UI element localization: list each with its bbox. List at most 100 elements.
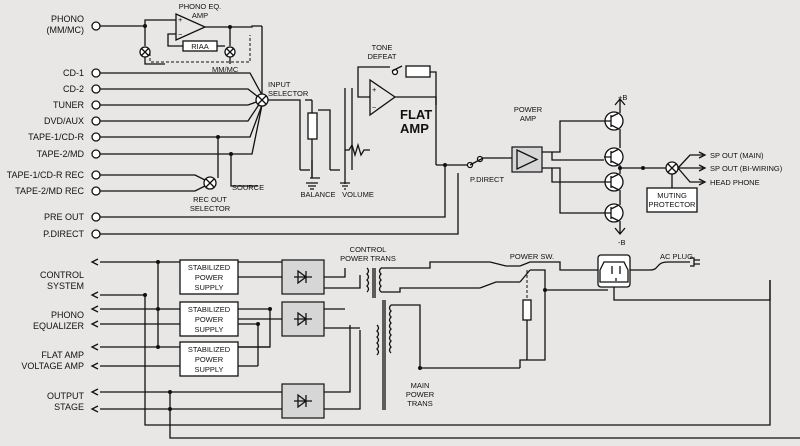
- balance-label: BALANCE: [300, 190, 335, 199]
- power-amp: POWER AMP +B -B: [511, 93, 643, 247]
- stabilized-supply-2: [179, 301, 239, 337]
- stabilized-supply-3: [179, 341, 239, 377]
- ss2-l3: SUPPLY: [194, 325, 223, 334]
- ac-plug-label: AC PLUG: [660, 252, 693, 261]
- phono-opamp-triangle: [175, 12, 207, 42]
- power-sw-label: POWER SW.: [510, 252, 554, 261]
- terminal-pre-out: [91, 212, 101, 222]
- power-label: POWER: [514, 105, 543, 114]
- ss3-l1: STABILIZED: [188, 345, 231, 354]
- source-label: SOURCE: [232, 183, 264, 192]
- label-tape1-rec: TAPE-1/CD-R REC: [7, 170, 85, 180]
- terminal-cd1: [91, 68, 101, 78]
- svg-text:−: −: [372, 103, 377, 112]
- ss2-l2: POWER: [195, 315, 224, 324]
- terminal-tape2-rec: [91, 186, 101, 196]
- ctrl-trans-label2: POWER TRANS: [340, 254, 396, 263]
- p-direct-label: P.DIRECT: [470, 175, 504, 184]
- label-phono-mmmc: (MM/MC): [47, 25, 85, 35]
- label-cd1: CD-1: [63, 68, 84, 78]
- input-selector: INPUT SELECTOR: [100, 26, 309, 170]
- ss3-l2: POWER: [195, 355, 224, 364]
- rec-out-label: REC OUT: [193, 195, 227, 204]
- phono-eq-amp: PHONO EQ. AMP + − RIAA MM/MC: [100, 2, 262, 74]
- sp-main-label: SP OUT (MAIN): [710, 151, 764, 160]
- input-selector-label: INPUT: [268, 80, 291, 89]
- phono-eq-label: PHONO EQ.: [179, 2, 222, 11]
- input-selector-label2: SELECTOR: [268, 89, 309, 98]
- svg-text:−: −: [178, 30, 183, 39]
- rectifiers: [238, 259, 361, 419]
- balance-resistor: [307, 112, 318, 140]
- flat-amp-opamp: [369, 78, 397, 117]
- minus-b-label: -B: [618, 238, 626, 247]
- tone-label: TONE: [372, 43, 393, 52]
- label-cd2: CD-2: [63, 84, 84, 94]
- terminal-tape1: [91, 132, 101, 142]
- phono-amp-label: AMP: [192, 11, 208, 20]
- p-direct-switch: P.DIRECT: [100, 155, 512, 235]
- terminal-tuner: [91, 100, 101, 110]
- power-switch-relay: [522, 299, 532, 321]
- equalizer-label: EQUALIZER: [33, 321, 85, 331]
- ss2-l1: STABILIZED: [188, 305, 231, 314]
- plus-b-label: +B: [618, 93, 627, 102]
- svg-text:+: +: [372, 85, 377, 94]
- output-label: OUTPUT: [47, 391, 85, 401]
- sp-bi-label: SP OUT (BI-WIRING): [710, 164, 783, 173]
- main-trans-label2: POWER: [406, 390, 435, 399]
- label-tape2: TAPE-2/MD: [37, 149, 85, 159]
- flat-label: FLAT: [400, 107, 432, 122]
- riaa-label: RIAA: [191, 42, 209, 51]
- label-p-direct: P.DIRECT: [43, 229, 84, 239]
- label-pre-out: PRE OUT: [44, 212, 85, 222]
- label-tape2-rec: TAPE-2/MD REC: [15, 186, 84, 196]
- defeat-label: DEFEAT: [367, 52, 396, 61]
- protector-label: PROTECTOR: [649, 200, 697, 209]
- ac-inlet: AC PLUG: [597, 252, 771, 301]
- system-label: SYSTEM: [47, 281, 84, 291]
- phono-sw-right: [224, 46, 236, 58]
- input-labels: PHONO (MM/MC) CD-1 CD-2 TUNER DVD/AUX TA…: [7, 14, 85, 239]
- label-tuner: TUNER: [53, 100, 84, 110]
- volume-label: VOLUME: [342, 190, 374, 199]
- power-lines: [90, 258, 800, 439]
- label-dvd: DVD/AUX: [44, 116, 84, 126]
- mm-mc-label: MM/MC: [212, 65, 239, 74]
- phono-sw-left: [139, 46, 151, 58]
- output-section: MUTING PROTECTOR SP OUT (MAIN) SP OUT (B…: [641, 151, 783, 213]
- main-trans-label3: TRANS: [407, 399, 432, 408]
- svg-text:+: +: [178, 15, 183, 24]
- balance-volume: BALANCE VOLUME: [300, 88, 374, 199]
- terminal-tape1-rec: [91, 170, 101, 180]
- tone-resistor: [405, 65, 431, 78]
- stabilized-supply-1: [179, 259, 239, 295]
- stabilized-supplies: STABILIZED POWER SUPPLY STABILIZED POWER…: [179, 259, 239, 377]
- transformers: CONTROL POWER TRANS MAIN POWER TRANS: [340, 245, 520, 410]
- terminal-cd2: [91, 84, 101, 94]
- control-label: CONTROL: [40, 270, 84, 280]
- flat-amp-section: TONE DEFEAT + − FLAT AMP: [357, 43, 470, 166]
- ctrl-trans-label: CONTROL: [350, 245, 387, 254]
- voltage-amp-label: VOLTAGE AMP: [21, 361, 84, 371]
- label-tape1: TAPE-1/CD-R: [28, 132, 84, 142]
- phono-pwr-label: PHONO: [51, 310, 84, 320]
- ss1-l1: STABILIZED: [188, 263, 231, 272]
- headphone-label: HEAD PHONE: [710, 178, 760, 187]
- terminal-dvd: [91, 116, 101, 126]
- stage-label: STAGE: [54, 402, 84, 412]
- main-trans-label: MAIN: [411, 381, 430, 390]
- power-switch: POWER SW.: [479, 252, 608, 368]
- ss1-l3: SUPPLY: [194, 283, 223, 292]
- muting-label: MUTING: [657, 191, 687, 200]
- rec-out-label2: SELECTOR: [190, 204, 231, 213]
- amp-label: AMP: [400, 121, 429, 136]
- muting-protector-box: [646, 187, 698, 213]
- power-section-labels: CONTROL SYSTEM PHONO EQUALIZER FLAT AMP …: [21, 270, 84, 412]
- terminal-tape2: [91, 149, 101, 159]
- power-amp-label: AMP: [520, 114, 536, 123]
- terminal-p-direct: [91, 229, 101, 239]
- ss1-l2: POWER: [195, 273, 224, 282]
- rec-out-selector: SOURCE REC OUT SELECTOR: [100, 137, 264, 213]
